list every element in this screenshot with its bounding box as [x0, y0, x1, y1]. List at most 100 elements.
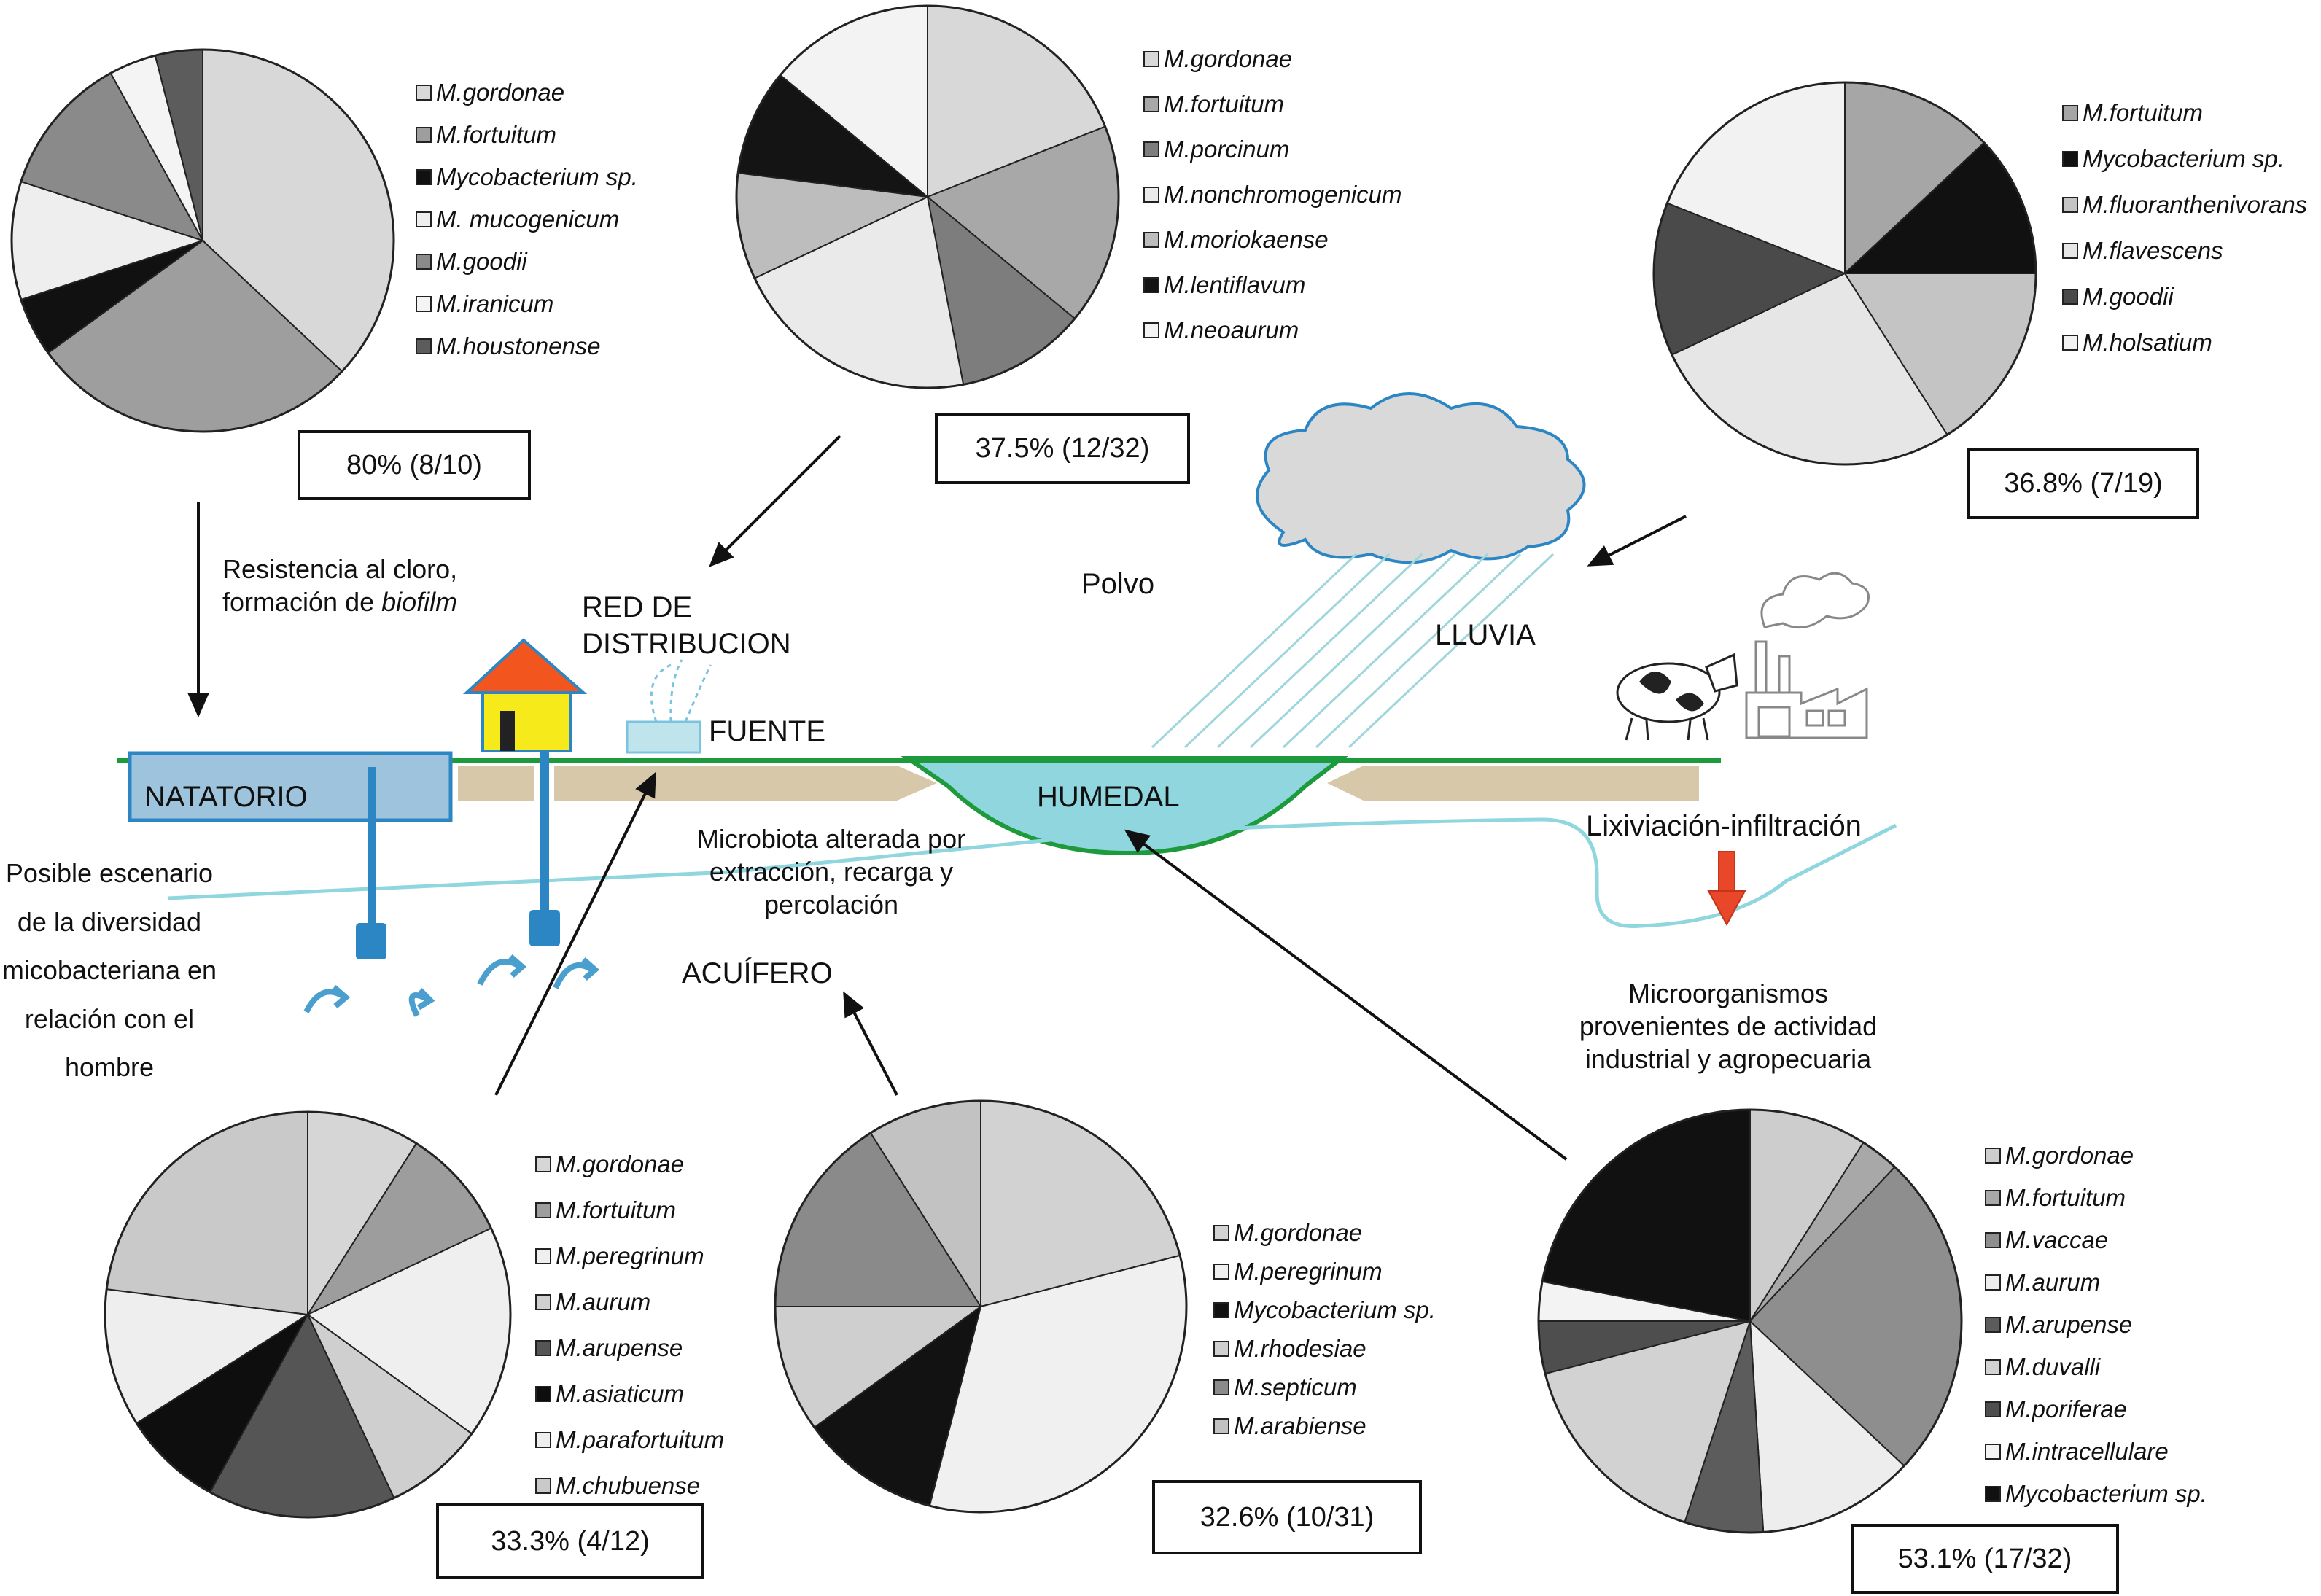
pie-slice-natatorio-acuifero-8: [106, 1110, 308, 1316]
percentage-box-acuifero: 32.6% (10/31): [1152, 1480, 1422, 1554]
arrow-to-fuente: [494, 771, 656, 1096]
lixiviacion-label: Lixiviación-infiltración: [1586, 810, 1862, 842]
legend-label: M.nonchromogenicum: [1164, 181, 1402, 208]
legend-label: M.peregrinum: [1234, 1258, 1383, 1285]
percentage-box-humedal: 53.1% (17/32): [1851, 1524, 2119, 1594]
legend-label: M.fortuitum: [436, 121, 557, 148]
pie-outline-acuifero: [774, 1099, 1188, 1514]
legend-label: M.fluoranthenivorans: [2083, 191, 2308, 218]
legend-label: M.flavescens: [2083, 237, 2223, 264]
natatorio-label: NATATORIO: [144, 781, 308, 813]
percentage-box-natatorio-acuifero: 33.3% (4/12): [436, 1503, 704, 1579]
legend-swatch: [535, 1202, 551, 1218]
circulation-arrows: [303, 954, 600, 1017]
microbiota-line2: extracción, recarga y: [709, 857, 954, 887]
legend-swatch: [416, 127, 432, 143]
escenario-label: Posible escenario de la diversidad micob…: [0, 849, 219, 1092]
legend-label: M.lentiflavum: [1164, 271, 1306, 298]
factory-icon: [1745, 572, 1870, 739]
microorganismos-line2: provenientes de actividad: [1579, 1011, 1878, 1041]
legend-label: M.porcinum: [1164, 136, 1290, 163]
pie-outline-lluvia: [1652, 81, 2037, 466]
legend-label: M.duvalli: [2005, 1353, 2101, 1380]
microorganismos-label: Microorganismos provenientes de activida…: [1553, 977, 1903, 1075]
well-pipe: [368, 767, 376, 923]
infiltration-arrow: [1707, 851, 1746, 927]
rain-lines: [1151, 553, 1555, 749]
legend-label: M.holsatium: [2083, 329, 2212, 356]
legend-label: M.gordonae: [2005, 1142, 2134, 1169]
legend-label: M.aurum: [556, 1288, 651, 1315]
legend-swatch: [535, 1432, 551, 1448]
legend-label: M.intracellulare: [2005, 1438, 2169, 1465]
legend-swatch: [1985, 1148, 2001, 1164]
legend-swatch: [1143, 277, 1159, 293]
legend-swatch: [1143, 232, 1159, 248]
legend-swatch: [1143, 51, 1159, 67]
legend-label: M.gordonae: [556, 1151, 685, 1177]
lluvia-label: LLUVIA: [1435, 619, 1536, 651]
humedal-label: HUMEDAL: [1037, 781, 1180, 813]
microorganismos-line1: Microorganismos: [1628, 978, 1829, 1008]
cow-icon: [1616, 653, 1738, 741]
legend-swatch: [535, 1478, 551, 1494]
legend-label: M.vaccae: [2005, 1226, 2109, 1253]
legend-swatch: [1213, 1341, 1229, 1357]
resistencia-text: formación de: [222, 587, 375, 617]
arrow-red-distribucion: [709, 435, 841, 567]
legend-label: M.neoaurum: [1164, 316, 1299, 343]
fuente-label: FUENTE: [709, 715, 825, 747]
legend-label: M.arupense: [556, 1334, 683, 1361]
resistencia-italic: biofilm: [381, 587, 458, 617]
legend-label: M.gordonae: [1164, 45, 1293, 72]
legend-swatch: [535, 1386, 551, 1402]
soil-block: [458, 766, 534, 801]
microbiota-line3: percolación: [763, 890, 899, 919]
legend-label: M.arupense: [2005, 1311, 2133, 1338]
legend-label: M.septicum: [1234, 1374, 1357, 1401]
legend-swatch: [1985, 1317, 2001, 1333]
legend-swatch: [1985, 1359, 2001, 1375]
well-pipe: [540, 742, 549, 910]
legend-label: M.arabiense: [1234, 1412, 1366, 1439]
red-distribucion-label-line1: RED DE: [582, 591, 693, 623]
legend-swatch: [2062, 197, 2078, 213]
legend-swatch: [416, 338, 432, 354]
legend-label: Mycobacterium sp.: [436, 163, 638, 190]
legend-label: Mycobacterium sp.: [2005, 1480, 2207, 1507]
legend-swatch: [1143, 322, 1159, 338]
percentage-box-lluvia: 36.8% (7/19): [1967, 448, 2199, 519]
legend-swatch: [2062, 335, 2078, 351]
legend-label: M.gordonae: [436, 79, 565, 106]
legend-swatch: [1143, 96, 1159, 112]
legend-label: M.fortuitum: [2005, 1184, 2126, 1211]
legend-label: M.gordonae: [1234, 1219, 1363, 1246]
legend-swatch: [2062, 105, 2078, 121]
legend-label: Mycobacterium sp.: [2083, 145, 2285, 172]
legend-label: M.goodii: [436, 248, 527, 275]
legend-swatch: [2062, 243, 2078, 259]
legend-swatch: [1143, 141, 1159, 157]
legend-label: M.moriokaense: [1164, 226, 1329, 253]
resistencia-line1: Resistencia al cloro,: [222, 554, 458, 584]
legend-label: M.fortuitum: [556, 1196, 677, 1223]
legend-label: M.rhodesiae: [1234, 1335, 1366, 1362]
soil-block: [554, 766, 937, 801]
house-roof: [462, 638, 588, 694]
house-body: [481, 691, 572, 752]
percentage-box-red-distribucion: 37.5% (12/32): [935, 413, 1190, 484]
legend-swatch: [1985, 1401, 2001, 1417]
legend-swatch: [535, 1294, 551, 1310]
legend-swatch: [1985, 1232, 2001, 1248]
legend-swatch: [1143, 187, 1159, 203]
legend-swatch: [416, 211, 432, 227]
percentage-box-natatorio: 80% (8/10): [298, 430, 531, 500]
legend-swatch: [2062, 289, 2078, 305]
legend-swatch: [535, 1156, 551, 1172]
red-distribucion-label-line2: DISTRIBUCION: [582, 628, 791, 660]
legend-swatch: [416, 296, 432, 312]
escenario-line4: relación con el: [24, 1003, 195, 1034]
microbiota-line1: Microbiota alterada por: [696, 824, 966, 854]
